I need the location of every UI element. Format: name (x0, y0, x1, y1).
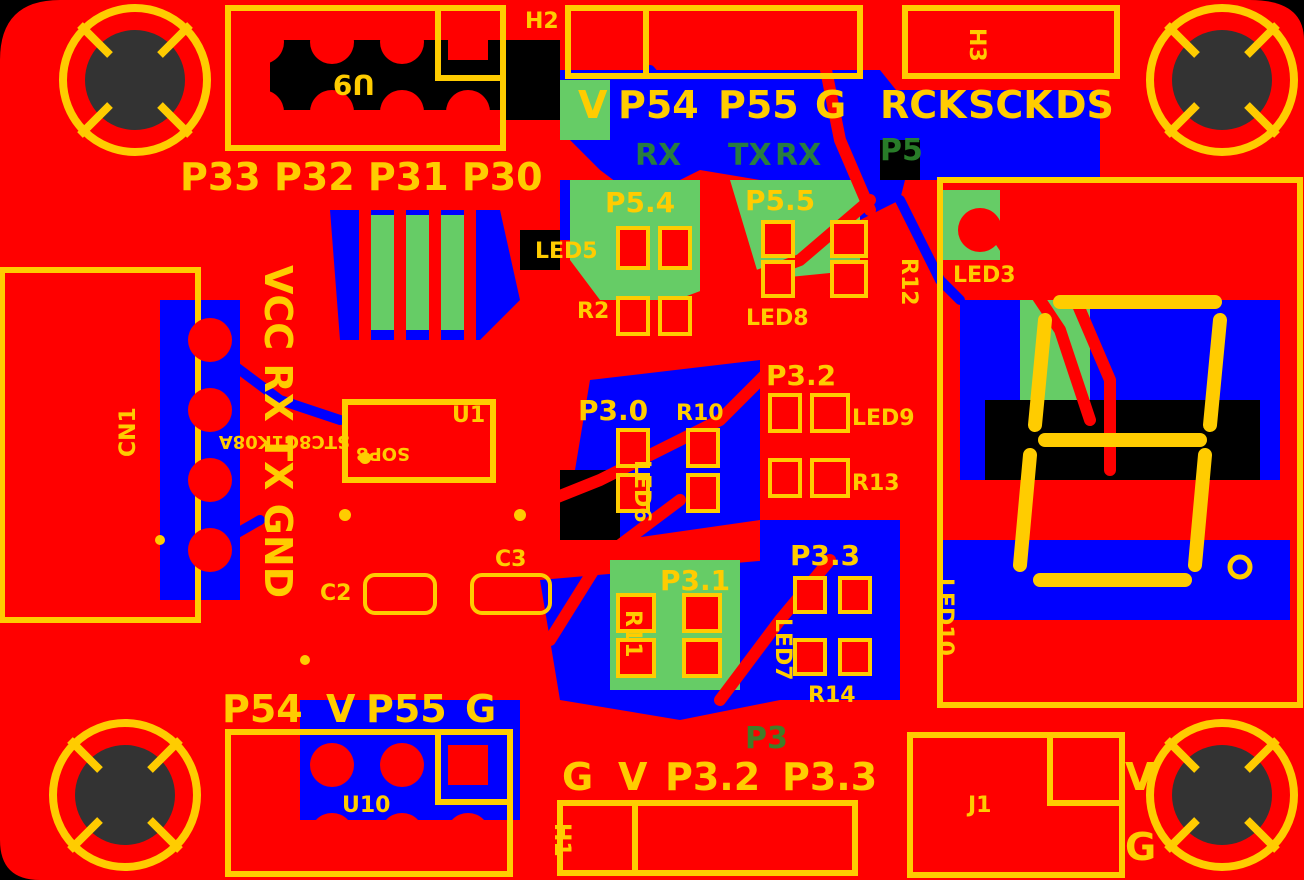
label-u9-pins: P33 P32 P31 P30 (180, 155, 543, 199)
bottom-text-rx: RX (635, 138, 681, 173)
label-h2-v: V (578, 83, 608, 127)
label-h2-g: G (815, 83, 846, 127)
label-r10: R10 (676, 401, 724, 426)
label-p55: P5.5 (745, 184, 815, 217)
label-u1: U1 (452, 403, 485, 428)
label-p31: P3.1 (660, 564, 730, 597)
label-h2-p54: P54 (618, 83, 699, 127)
chip-marking-2: SOP8 (356, 443, 410, 464)
label-c2: C2 (320, 581, 351, 606)
label-c3: C3 (495, 547, 526, 572)
label-r2: R2 (577, 299, 609, 324)
label-p32: P3.2 (766, 359, 836, 392)
label-p33: P3.3 (790, 539, 860, 572)
label-led3: LED3 (953, 263, 1016, 288)
label-r13: R13 (852, 471, 900, 496)
label-u10-g: G (465, 687, 496, 731)
label-cn1-pins: VCC RX TX GND (256, 265, 300, 598)
decimal-point (1227, 554, 1253, 580)
label-h3-sck: SCK (968, 83, 1054, 127)
mounting-holes (49, 4, 1298, 871)
bottom-text-tx: TX (728, 138, 772, 173)
label-led8: LED8 (746, 306, 809, 331)
label-h2: H2 (525, 9, 559, 34)
label-h1-p32: P3.2 (665, 755, 760, 799)
bottom-text-rx-2: RX (775, 138, 821, 173)
label-u10-p55: P55 (366, 687, 447, 731)
seven-segment-display (1013, 295, 1227, 587)
vias (155, 452, 526, 665)
bottom-text-p5: P5 (880, 133, 923, 168)
square-pads (448, 20, 1105, 855)
bottom-layer-text: RX TX RX P3 P5 (635, 133, 923, 756)
label-h1: H1 (549, 823, 574, 857)
label-led5: LED5 (535, 239, 598, 264)
label-r14: R14 (808, 683, 856, 708)
label-led9: LED9 (852, 406, 915, 431)
label-u10-p54: P54 (222, 687, 303, 731)
label-h3: H3 (964, 28, 989, 62)
silkscreen-text: U9 P33 P32 P31 P30 H2 V P54 P55 G RCK SC… (116, 9, 1156, 869)
label-cn1: CN1 (116, 407, 141, 457)
label-r11: R11 (620, 610, 645, 658)
label-led7: LED7 (770, 618, 795, 681)
label-r12: R12 (896, 258, 921, 306)
label-u9: U9 (333, 68, 375, 101)
round-pads (188, 20, 1282, 860)
label-h3-ds: DS (1055, 83, 1114, 127)
label-h3-rck: RCK (880, 83, 968, 127)
header-outlines (0, 5, 1303, 878)
label-led10: LED10 (932, 578, 957, 656)
smd-components (363, 220, 872, 678)
label-h2-p55: P55 (718, 83, 799, 127)
label-u10-v: V (326, 687, 356, 731)
label-j1-v: V (1125, 755, 1155, 799)
label-p54: P5.4 (605, 186, 675, 219)
label-u10: U10 (342, 793, 390, 818)
label-j1: J1 (966, 793, 992, 818)
label-j1-g: G (1125, 825, 1156, 869)
label-p30: P3.0 (578, 394, 648, 427)
bottom-text-p3: P3 (745, 721, 788, 756)
label-h1-p33: P3.3 (782, 755, 877, 799)
label-h1-g: G (562, 755, 593, 799)
label-led6: LED6 (629, 460, 654, 523)
label-h1-v: V (618, 755, 648, 799)
chip-marking-1: STC8G1K08A (219, 431, 350, 452)
